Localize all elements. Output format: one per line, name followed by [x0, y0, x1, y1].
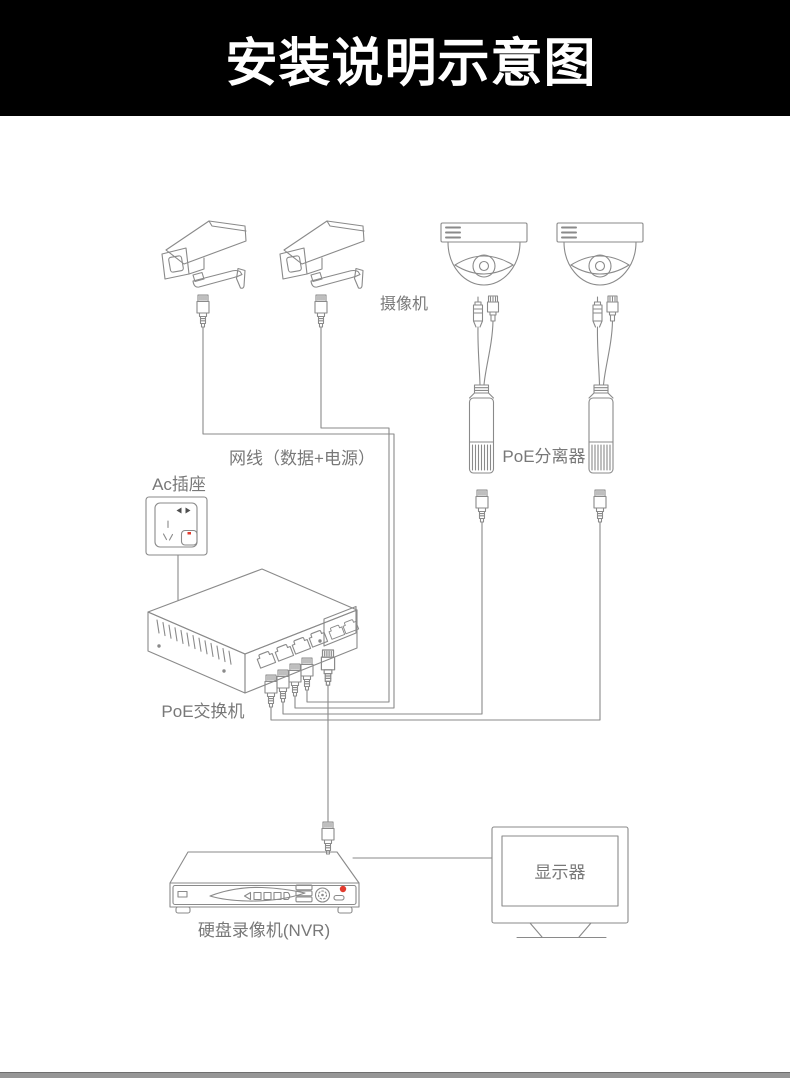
jog-dial-icon: [314, 887, 331, 903]
button-icon: [295, 896, 313, 903]
foot: [175, 906, 191, 914]
ac-socket: [145, 496, 208, 556]
poe-switch: [147, 568, 360, 708]
label-network-cable: 网线（数据+电源）: [229, 449, 375, 468]
power-led: [339, 885, 347, 893]
label-camera: 摄像机: [380, 295, 428, 313]
button-icon: [283, 891, 291, 901]
rj45-plug-icon: [300, 657, 314, 691]
label-poe-switch: PoE交换机: [161, 702, 244, 721]
button-icon: [273, 891, 282, 901]
rj45-plug-icon: [593, 489, 607, 523]
button-icon: [243, 891, 252, 901]
header-banner: 安装说明示意图: [0, 0, 790, 116]
poe-splitter-2: [588, 295, 619, 523]
rj45-plug-icon: [321, 821, 335, 855]
cable-bullet-cam-1: [202, 326, 395, 709]
network-cables: [177, 326, 601, 859]
power-indicator: [187, 532, 191, 535]
cable-splitter-2: [270, 521, 601, 721]
label-nvr: 硬盘录像机(NVR): [198, 921, 330, 940]
rj45-port-icon: [307, 628, 329, 648]
uplink-port-icon: [327, 623, 346, 640]
rj45-plug-icon: [196, 294, 210, 328]
rj45-plug-icon: [475, 489, 489, 523]
bullet-camera-1: [161, 220, 247, 328]
button-icon: [253, 891, 262, 901]
rj45-plug-icon: [288, 663, 302, 697]
rj45-plug-icon: [314, 294, 328, 328]
dome-camera-2: [556, 222, 644, 286]
label-poe-splitter: PoE分离器: [502, 447, 585, 466]
cable-bullet-cam-2: [306, 326, 390, 703]
rj45-plug-icon: [320, 649, 336, 686]
poe-splitter-1: [468, 295, 500, 523]
ir-sensor-icon: [333, 894, 345, 901]
dome-camera-1: [440, 222, 528, 286]
rj45-port-icon: [255, 649, 277, 669]
rj45-port-icon: [273, 642, 295, 662]
label-monitor: 显示器: [535, 863, 586, 882]
rj45-plug-icon: [264, 674, 278, 708]
vent-grille: [156, 619, 232, 665]
bullet-camera-2: [279, 220, 365, 328]
footer-bar: [0, 1072, 790, 1078]
screw-icon: [222, 669, 226, 673]
screw-icon: [318, 639, 322, 643]
page-title: 安装说明示意图: [225, 34, 597, 93]
button-icon: [263, 891, 272, 901]
foot: [337, 906, 353, 914]
cable-splitter-1: [282, 521, 483, 715]
nvr: [169, 821, 360, 914]
screw-icon: [157, 644, 161, 648]
label-ac-socket: Ac插座: [152, 475, 206, 494]
monitor: 显示器: [491, 826, 629, 939]
button-icon: [295, 890, 313, 897]
usb-port-icon: [177, 890, 188, 898]
rj45-plug-icon: [276, 669, 290, 703]
button-icon: [295, 884, 313, 891]
rj45-port-icon: [290, 635, 312, 655]
